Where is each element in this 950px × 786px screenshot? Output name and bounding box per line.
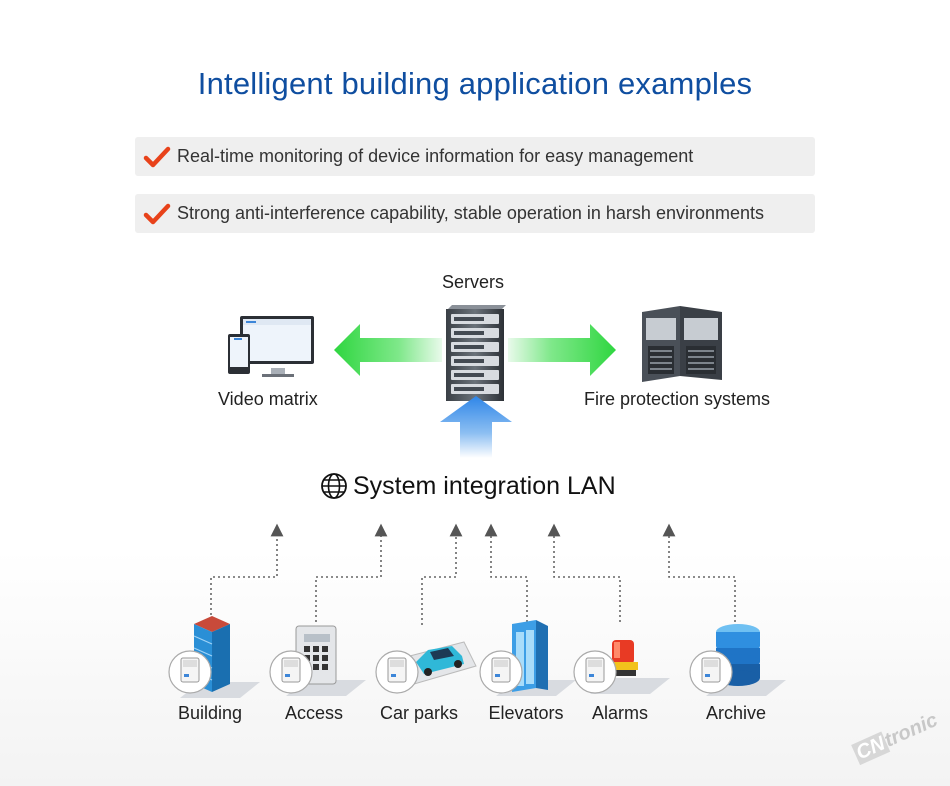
video-matrix-label: Video matrix <box>218 389 318 409</box>
checkmark-icon <box>143 203 171 224</box>
connector-archive <box>662 523 736 622</box>
connector-access <box>315 523 388 622</box>
checkmark-icon <box>143 146 171 167</box>
device-label-elevators: Elevators <box>488 703 564 723</box>
page-title: Intelligent building application example… <box>197 66 753 101</box>
monitor-icon <box>228 316 314 377</box>
feature-item: Strong anti-interference capability, sta… <box>135 194 815 233</box>
connector-elevators <box>484 523 528 622</box>
green-arrow-left <box>334 324 442 376</box>
feature-text: Strong anti-interference capability, sta… <box>177 203 764 223</box>
car-icon <box>375 641 477 694</box>
device-label-access: Access <box>284 703 344 723</box>
server-rack-icon <box>446 305 506 401</box>
device-label-car-parks: Car parks <box>379 703 459 723</box>
device-label-alarms: Alarms <box>591 703 648 723</box>
servers-label: Servers <box>442 272 505 292</box>
connector-alarms <box>547 523 621 622</box>
database-icon <box>689 624 786 696</box>
building-icon <box>168 616 260 698</box>
feature-text: Real-time monitoring of device informati… <box>177 146 694 166</box>
access-keypad-icon <box>269 625 366 696</box>
green-arrow-right <box>508 324 616 376</box>
connector-building <box>210 523 284 620</box>
device-label-building: Building <box>177 703 243 723</box>
lan-title: System integration LAN <box>320 470 616 502</box>
blue-arrow-up <box>440 396 512 458</box>
lan-label: System integration LAN <box>353 471 616 500</box>
feature-item: Real-time monitoring of device informati… <box>135 137 815 176</box>
fire-protection-label: Fire protection systems <box>584 389 771 409</box>
globe-icon <box>321 473 347 499</box>
fire-protection-cabinet-icon <box>642 306 722 382</box>
device-label-archive: Archive <box>705 703 767 723</box>
elevator-icon <box>479 620 576 696</box>
alarm-beacon-icon <box>573 640 670 694</box>
connector-car-parks <box>421 523 463 625</box>
